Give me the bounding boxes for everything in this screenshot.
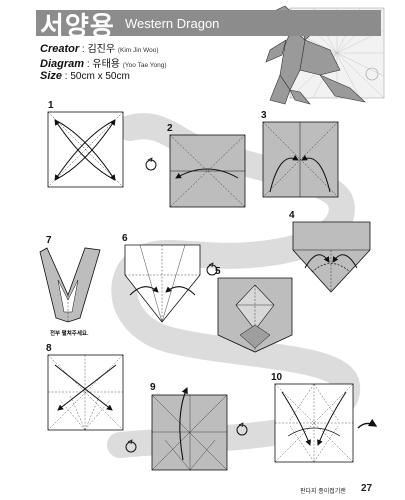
step-number: 8	[46, 343, 52, 354]
step-9-diagram	[151, 386, 248, 471]
turn-over-icon	[125, 439, 137, 453]
step-3-diagram	[262, 121, 339, 198]
title-korean: 서양용	[40, 11, 115, 41]
step-6-diagram	[124, 244, 218, 323]
diagram-label: Diagram	[40, 58, 85, 70]
creator-value: 김진우	[87, 44, 116, 55]
step-number: 9	[150, 382, 156, 393]
size-label: Size	[40, 70, 63, 82]
step-number: 1	[48, 100, 54, 111]
step-number: 6	[122, 233, 128, 244]
step-4-diagram	[292, 221, 371, 293]
step-10-diagram	[274, 383, 378, 463]
turn-over-icon	[145, 157, 157, 171]
step-number: 5	[215, 266, 221, 277]
creator-line: Creator : 김진우 (Kim Jin Woo)	[40, 43, 159, 55]
header-band	[36, 10, 381, 36]
creator-sub: (Kim Jin Woo)	[117, 47, 159, 54]
size-line: Size : 50cm x 50cm	[40, 70, 130, 82]
step-7-note: 전부 펼쳐주세요.	[50, 331, 89, 337]
turn-over-icon	[206, 262, 218, 276]
step-5-diagram	[217, 277, 293, 353]
title-english: Western Dragon	[125, 16, 220, 31]
turn-over-icon	[236, 422, 248, 436]
step-2-diagram	[145, 134, 246, 208]
size-value: 50cm x 50cm	[70, 71, 130, 82]
step-1-diagram	[47, 111, 124, 188]
creator-label: Creator	[40, 43, 80, 55]
diagram-line: Diagram : 유태용 (Yoo Tae Yong)	[40, 58, 167, 70]
page-number: 27	[361, 483, 373, 494]
step-number: 10	[271, 372, 283, 383]
step-7-diagram	[39, 247, 101, 323]
step-number: 4	[289, 210, 295, 221]
footer-book-title: 판다지 종이접기랜	[300, 489, 346, 495]
diagram-sub: (Yoo Tae Yong)	[122, 62, 167, 69]
step-number: 2	[167, 123, 173, 134]
step-number: 3	[261, 110, 267, 121]
diagram-value: 유태용	[92, 59, 120, 70]
step-number: 7	[46, 235, 52, 246]
next-arrow-icon	[357, 418, 378, 429]
step-8-diagram	[47, 354, 137, 453]
